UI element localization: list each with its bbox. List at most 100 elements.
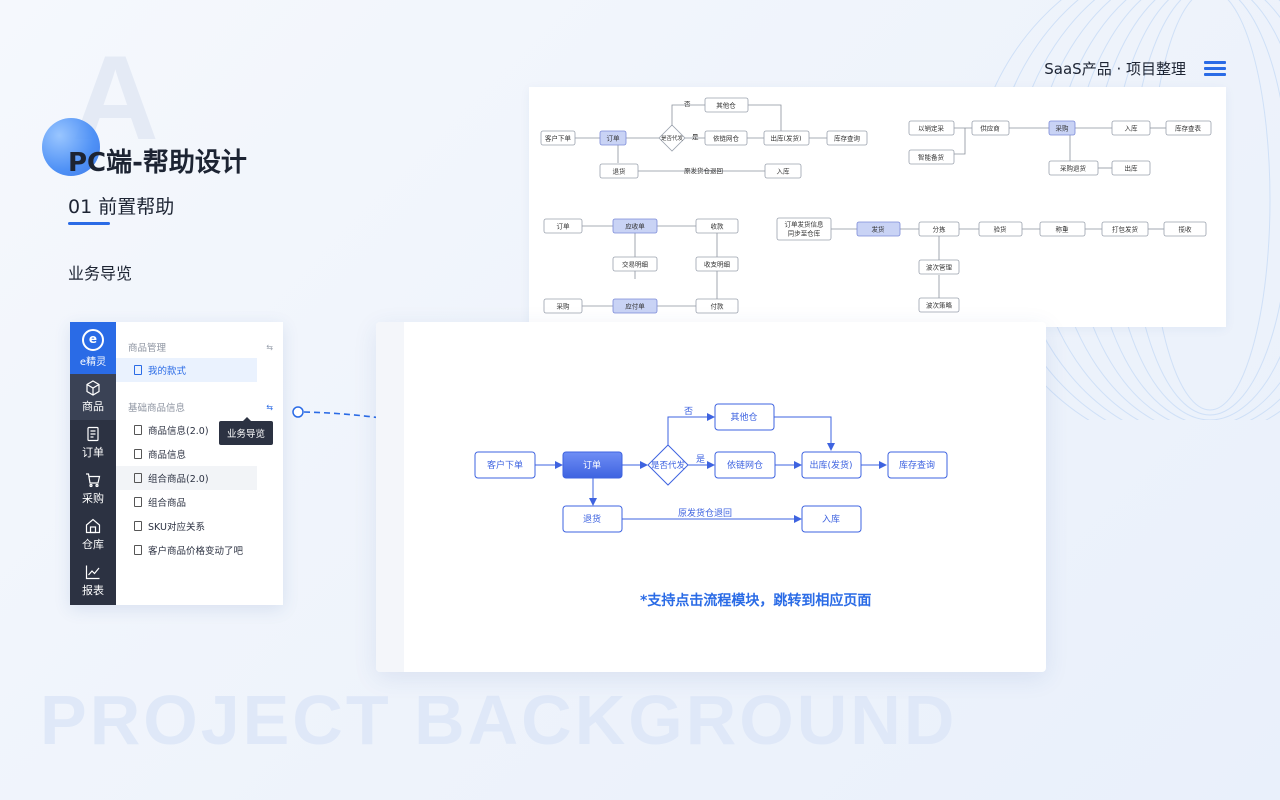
overview-diagram: 客户下单 订单 是否代发 其他仓 依链网仓 出库(发货) 库存查询 退货 入库 … (540, 97, 1212, 314)
overview-box: 揽收 (1163, 221, 1207, 237)
overview-box: 入库 (1111, 120, 1151, 136)
svg-text:以销定采: 以销定采 (918, 124, 945, 133)
chart-icon (85, 565, 100, 580)
flow-box-return[interactable]: 退货 (562, 505, 623, 533)
svg-text:入库: 入库 (1125, 124, 1139, 133)
svg-text:应付单: 应付单 (625, 302, 645, 311)
flow-box-outbound[interactable]: 出库(发货) (801, 451, 862, 479)
flow-decision-dropship[interactable]: 是否代发 (647, 444, 689, 486)
document-icon (134, 521, 142, 531)
document-icon (134, 473, 142, 483)
flow-label-yes: 是 (696, 454, 705, 465)
svg-text:波次管理: 波次管理 (926, 263, 953, 272)
app-logo[interactable]: e e精灵 (70, 322, 116, 374)
flow-box-order[interactable]: 订单 (562, 451, 623, 479)
flow-detail-diagram: 客户下单 订单 是否代发 其他仓 依链网仓 出库(发货) 库存查询 退货 入库 … (474, 403, 948, 533)
flow-guide-icon[interactable]: ⇆ (266, 342, 273, 352)
sub-menu-item[interactable]: 商品信息 (116, 442, 257, 466)
sub-menu-item-label: 组合商品(2.0) (148, 474, 209, 485)
nav-item-purchase[interactable]: 采购 (70, 466, 116, 512)
nav-item-label: 报表 (82, 584, 104, 597)
document-icon (134, 365, 142, 375)
svg-text:揽收: 揽收 (1179, 225, 1193, 234)
overview-box: 收支明细 (695, 256, 739, 272)
flow-label-no: 否 (684, 406, 693, 417)
svg-text:订单: 订单 (557, 222, 571, 231)
overview-box: 收款 (695, 218, 739, 234)
overview-box: 入库 (764, 163, 802, 179)
overview-box: 是否代发 (658, 124, 686, 152)
nav-item-label: 采购 (82, 492, 104, 505)
flow-box-customer-order[interactable]: 客户下单 (474, 451, 536, 479)
svg-text:客户下单: 客户下单 (487, 459, 523, 471)
nav-item-orders[interactable]: 订单 (70, 420, 116, 466)
overview-box: 库存查询 (826, 130, 868, 146)
svg-text:验货: 验货 (994, 225, 1008, 234)
overview-box: 采购 (543, 298, 583, 314)
sub-menu-item[interactable]: 我的款式 (116, 358, 257, 382)
sub-menu-item-label: SKU对应关系 (148, 522, 205, 533)
svg-text:同步至仓库: 同步至仓库 (788, 229, 821, 238)
document-icon (134, 497, 142, 507)
menu-group-header: 基础商品信息 ⇆ (116, 396, 283, 418)
overview-box: 付款 (695, 298, 739, 314)
nav-item-goods[interactable]: 商品 (70, 374, 116, 420)
svg-text:库存查询: 库存查询 (899, 459, 935, 471)
document-icon (134, 449, 142, 459)
flow-box-yilian-warehouse[interactable]: 依链网仓 (714, 451, 776, 479)
flow-box-other-warehouse[interactable]: 其他仓 (714, 403, 775, 431)
svg-text:入库: 入库 (822, 513, 840, 525)
svg-text:依链网仓: 依链网仓 (727, 459, 763, 471)
section-underline (68, 222, 110, 225)
svg-text:采购: 采购 (1056, 124, 1070, 133)
sub-menu-item[interactable]: SKU对应关系 (116, 514, 257, 538)
svg-text:智能备货: 智能备货 (918, 153, 945, 162)
overview-box: 以销定采 (908, 120, 955, 136)
background-watermark: PROJECT BACKGROUND (40, 681, 958, 759)
brand-title: SaaS产品 · 项目整理 (1044, 60, 1186, 78)
overview-box: 退货 (599, 163, 639, 179)
sub-menu-item-label: 客户商品价格变动了吧 (148, 546, 244, 557)
svg-text:库存查询: 库存查询 (834, 134, 861, 143)
flow-label-return-source: 原发货仓退回 (678, 507, 732, 519)
flow-box-inbound[interactable]: 入库 (801, 505, 862, 533)
flow-guide-icon[interactable]: ⇆ (266, 402, 273, 412)
flow-detail-card: 客户下单 订单 是否代发 其他仓 依链网仓 出库(发货) 库存查询 退货 入库 … (376, 322, 1046, 672)
app-logo-label: e精灵 (79, 356, 107, 368)
svg-text:出库: 出库 (1125, 164, 1139, 173)
app-panel: e e精灵 商品 订单 采购 仓库 报表 商品管理 ⇆ (70, 322, 283, 605)
menu-icon[interactable] (1204, 61, 1226, 76)
overview-box: 库存查表 (1165, 120, 1212, 136)
svg-text:付款: 付款 (711, 302, 725, 311)
nav-item-reports[interactable]: 报表 (70, 558, 116, 604)
overview-label-return: 原发货仓退回 (684, 166, 723, 175)
overview-box: 分拣 (918, 221, 960, 237)
svg-text:波次策略: 波次策略 (926, 301, 953, 310)
nav-item-warehouse[interactable]: 仓库 (70, 512, 116, 558)
card-side-strip (376, 322, 404, 672)
overview-box: 应收单 (612, 218, 658, 234)
overview-box: 验货 (978, 221, 1023, 237)
sub-menu-item[interactable]: 组合商品 (116, 490, 257, 514)
menu-group-title: 基础商品信息 (128, 403, 186, 414)
overview-box: 供应商 (971, 120, 1010, 136)
sub-menu: 商品管理 ⇆ 我的款式 基础商品信息 ⇆ 商品信息(2.0) 商品信息 组合商品… (116, 322, 283, 605)
flow-box-inventory-query[interactable]: 库存查询 (887, 451, 948, 479)
nav-item-label: 订单 (82, 446, 104, 459)
overview-box: 采购退货 (1048, 160, 1099, 176)
svg-text:收支明细: 收支明细 (704, 260, 731, 269)
sub-menu-item[interactable]: 组合商品(2.0) (116, 466, 257, 490)
overview-box: 采购 (1048, 120, 1076, 136)
cube-icon (86, 380, 100, 396)
svg-text:订单发货信息: 订单发货信息 (785, 220, 825, 229)
overview-box: 波次策略 (918, 297, 960, 313)
sub-menu-item[interactable]: 客户商品价格变动了吧 (116, 538, 283, 562)
overview-box: 打包发货 (1101, 221, 1149, 237)
overview-connectors (575, 104, 1166, 307)
sub-menu-item[interactable]: 商品信息(2.0) (116, 418, 257, 442)
warehouse-icon (85, 518, 101, 534)
overview-box: 依链网仓 (704, 130, 748, 146)
flow-connectors (535, 413, 887, 523)
svg-text:应收单: 应收单 (625, 222, 645, 231)
